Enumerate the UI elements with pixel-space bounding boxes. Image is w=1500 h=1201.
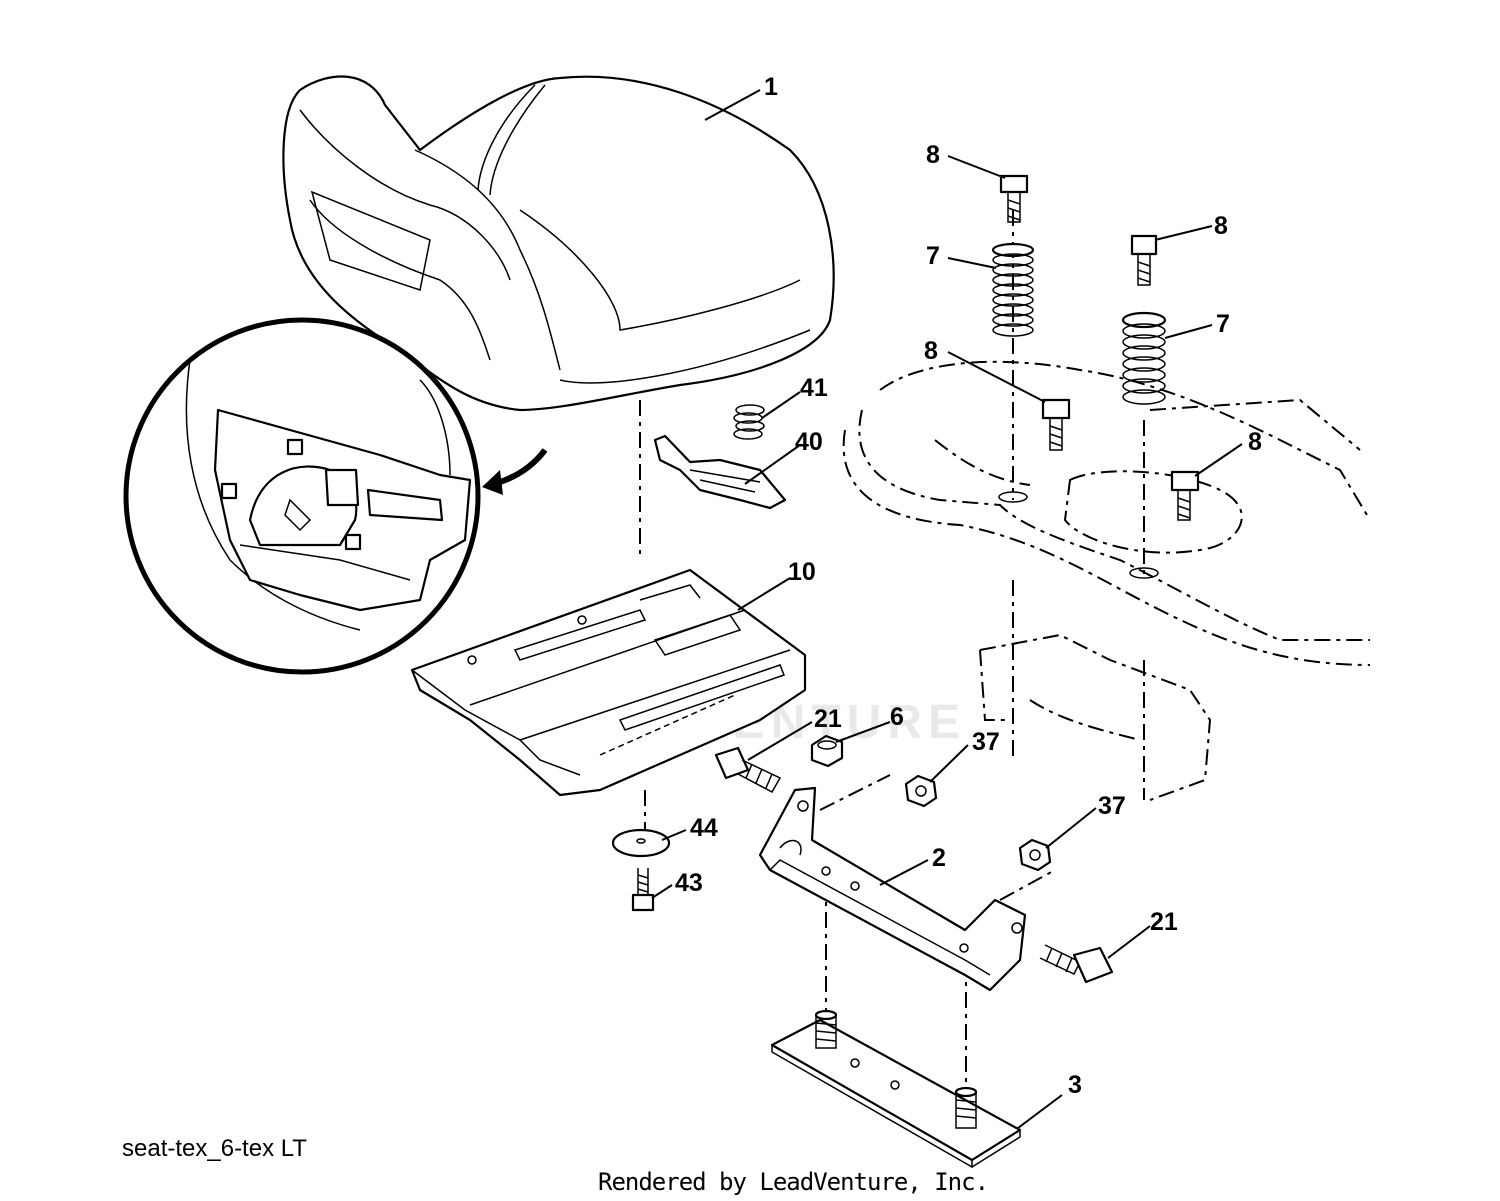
spring-7-left[interactable] xyxy=(991,242,1035,337)
nut-37-lower[interactable] xyxy=(1018,838,1052,872)
diagram-name: seat-tex_6-tex LT xyxy=(122,1135,307,1162)
leader-lines xyxy=(651,89,1243,1129)
spring-7-right[interactable] xyxy=(1121,311,1167,405)
callout-8[interactable]: 8 xyxy=(924,337,938,365)
callout-10[interactable]: 10 xyxy=(788,558,816,586)
screw-43[interactable] xyxy=(631,868,655,912)
callout-37[interactable]: 37 xyxy=(1098,792,1126,820)
callout-labels: 1 8 8 8 8 7 7 41 40 10 21 6 37 37 44 43 … xyxy=(675,73,1262,1099)
callout-2[interactable]: 2 xyxy=(932,844,946,872)
alignment-lines xyxy=(639,210,1145,1090)
bolt-8-middle[interactable] xyxy=(1041,398,1071,451)
mower-frame-outline xyxy=(842,360,1371,801)
callout-6[interactable]: 6 xyxy=(890,703,904,731)
nut-6[interactable] xyxy=(810,734,844,768)
callout-37[interactable]: 37 xyxy=(972,728,1000,756)
bolt-8-right[interactable] xyxy=(1170,470,1200,521)
callout-8[interactable]: 8 xyxy=(1248,428,1262,456)
callout-21[interactable]: 21 xyxy=(1150,908,1178,936)
bolt-21-left[interactable] xyxy=(714,746,782,794)
callout-7[interactable]: 7 xyxy=(926,242,940,270)
nut-37-upper[interactable] xyxy=(904,774,938,808)
bracket-2[interactable] xyxy=(758,786,1027,992)
callout-8[interactable]: 8 xyxy=(926,141,940,169)
bolt-8-top-right[interactable] xyxy=(1130,234,1158,286)
bolt-8-top-left[interactable] xyxy=(999,174,1029,223)
callout-1[interactable]: 1 xyxy=(764,73,778,101)
spring-41[interactable] xyxy=(733,404,765,440)
callout-21[interactable]: 21 xyxy=(814,705,842,733)
callout-40[interactable]: 40 xyxy=(795,428,823,456)
seat-pan-10[interactable] xyxy=(410,568,807,797)
callout-41[interactable]: 41 xyxy=(800,374,828,402)
render-credit: Rendered by LeadVenture, Inc. xyxy=(598,1168,989,1196)
callout-43[interactable]: 43 xyxy=(675,869,703,897)
washer-44[interactable] xyxy=(611,828,671,858)
callout-7[interactable]: 7 xyxy=(1216,310,1230,338)
bolt-21-right[interactable] xyxy=(1039,944,1114,984)
clip-40[interactable] xyxy=(653,434,787,510)
callout-3[interactable]: 3 xyxy=(1068,1071,1082,1099)
seat-part[interactable] xyxy=(282,75,835,412)
plate-3[interactable] xyxy=(770,1009,1022,1169)
callout-44[interactable]: 44 xyxy=(690,814,718,842)
detail-view xyxy=(123,317,481,675)
callout-8[interactable]: 8 xyxy=(1214,212,1228,240)
